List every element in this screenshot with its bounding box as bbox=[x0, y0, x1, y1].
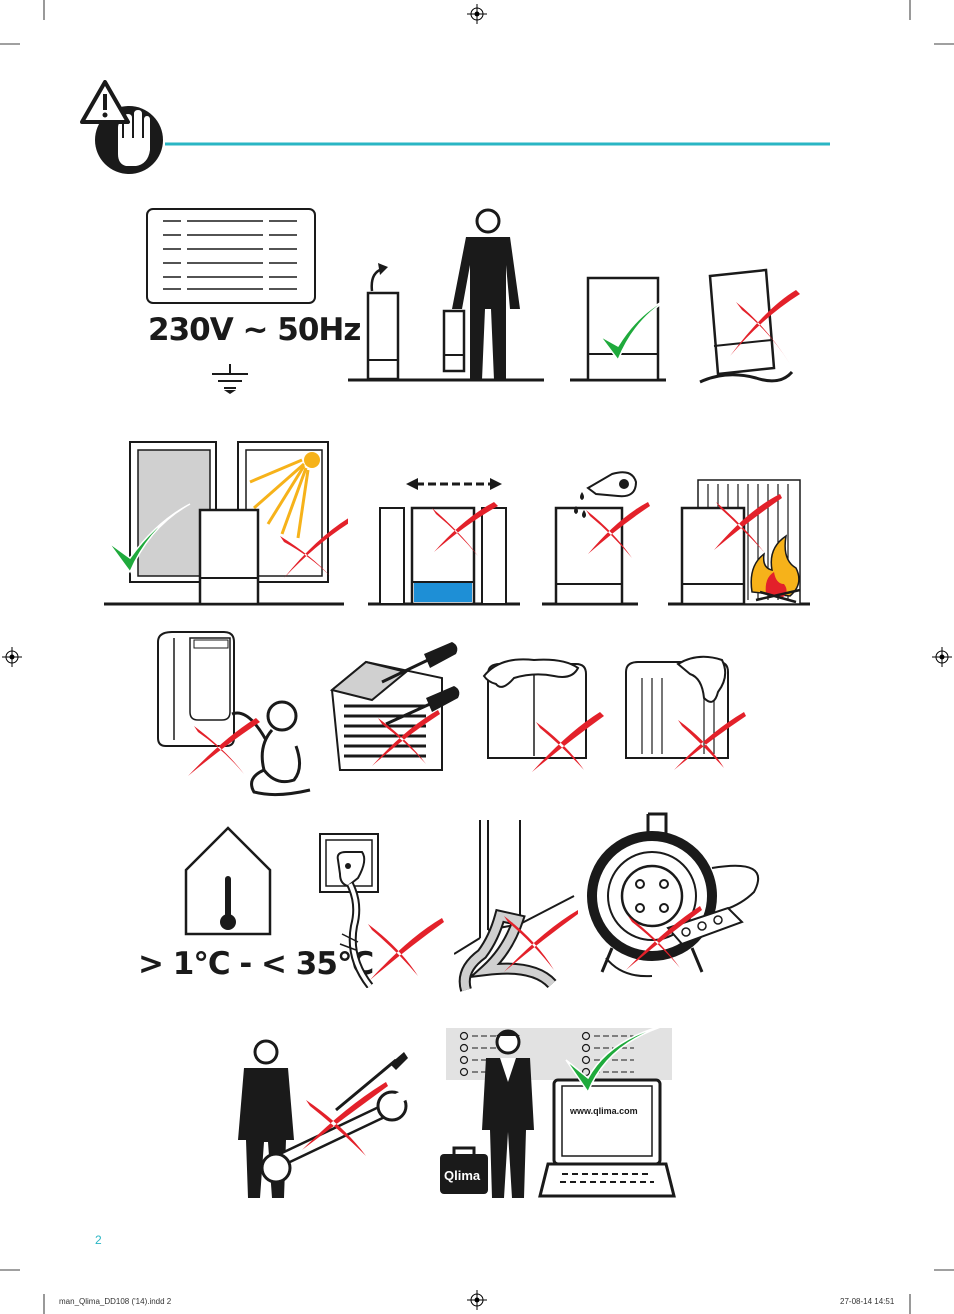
registration-mark-icon bbox=[467, 1290, 487, 1310]
check-icon bbox=[565, 1023, 671, 1094]
fire-icon bbox=[750, 534, 801, 604]
no-objects-in-grille-scene bbox=[329, 642, 460, 771]
indoor-use-icon bbox=[184, 826, 272, 936]
screwdriver-icon bbox=[385, 686, 460, 726]
rating-label-plate bbox=[146, 208, 316, 304]
file-slug: man_Qlima_DD108 ('14).indd 2 bbox=[59, 1297, 172, 1306]
check-icon bbox=[107, 503, 191, 574]
cross-icon bbox=[504, 910, 578, 972]
carry-upright-scene bbox=[348, 208, 544, 382]
cross-icon bbox=[280, 518, 348, 578]
no-damaged-plug-scene bbox=[319, 833, 444, 988]
cross-icon bbox=[432, 502, 498, 556]
cross-icon bbox=[730, 290, 800, 364]
qualified-service-scene bbox=[440, 1023, 676, 1198]
no-cable-under-door-scene bbox=[454, 820, 578, 992]
unit-tilted-scene bbox=[699, 268, 800, 384]
no-cover-side-scene bbox=[625, 655, 746, 770]
sun-icon bbox=[249, 452, 320, 539]
screwdriver-icon bbox=[335, 1052, 408, 1112]
registration-mark-icon bbox=[467, 4, 487, 24]
no-cover-top-scene bbox=[482, 658, 604, 772]
clearance-scene bbox=[368, 478, 520, 606]
print-timestamp: 27-08-14 14:51 bbox=[840, 1297, 895, 1306]
no-extension-cable-scene bbox=[587, 812, 760, 978]
toolbox-brand-label: Qlima bbox=[444, 1168, 481, 1183]
cross-icon bbox=[372, 710, 440, 766]
cross-icon bbox=[586, 502, 650, 558]
screwdriver-icon bbox=[381, 642, 458, 684]
check-icon bbox=[599, 297, 670, 362]
toolbox-icon bbox=[440, 1146, 488, 1194]
technician-figure bbox=[482, 1029, 534, 1198]
cross-icon bbox=[674, 712, 746, 770]
wrench-icon bbox=[260, 1089, 410, 1184]
computer-icon bbox=[538, 1078, 676, 1198]
section-header bbox=[80, 80, 830, 174]
window-placement-scene bbox=[104, 441, 348, 606]
registration-mark-icon bbox=[2, 647, 22, 667]
cross-icon bbox=[368, 918, 444, 980]
cross-icon bbox=[532, 712, 604, 772]
registration-mark-icon bbox=[932, 647, 952, 667]
thermometer-icon bbox=[220, 876, 236, 930]
website-url: www.qlima.com bbox=[570, 1106, 638, 1116]
no-diy-repair-scene bbox=[238, 1039, 410, 1198]
cross-icon bbox=[188, 718, 260, 776]
page-number: 2 bbox=[95, 1233, 102, 1247]
cross-icon bbox=[302, 1082, 388, 1156]
warning-hand-icon bbox=[80, 80, 163, 174]
person-figure bbox=[452, 208, 520, 380]
power-strip-icon bbox=[666, 906, 744, 946]
child-figure bbox=[231, 700, 311, 797]
wall-socket-icon bbox=[319, 833, 379, 893]
child-safety-scene bbox=[157, 631, 311, 797]
grounding-icon bbox=[212, 364, 248, 394]
cross-icon bbox=[626, 906, 702, 970]
voltage-label: 230V ~ 50Hz bbox=[148, 312, 361, 348]
no-chemicals-scene bbox=[542, 471, 650, 606]
temperature-range-label: > 1°C - < 35°C bbox=[138, 946, 374, 982]
no-heat-source-scene bbox=[668, 479, 810, 606]
unit-level-scene bbox=[570, 276, 670, 382]
cross-icon bbox=[714, 494, 782, 552]
